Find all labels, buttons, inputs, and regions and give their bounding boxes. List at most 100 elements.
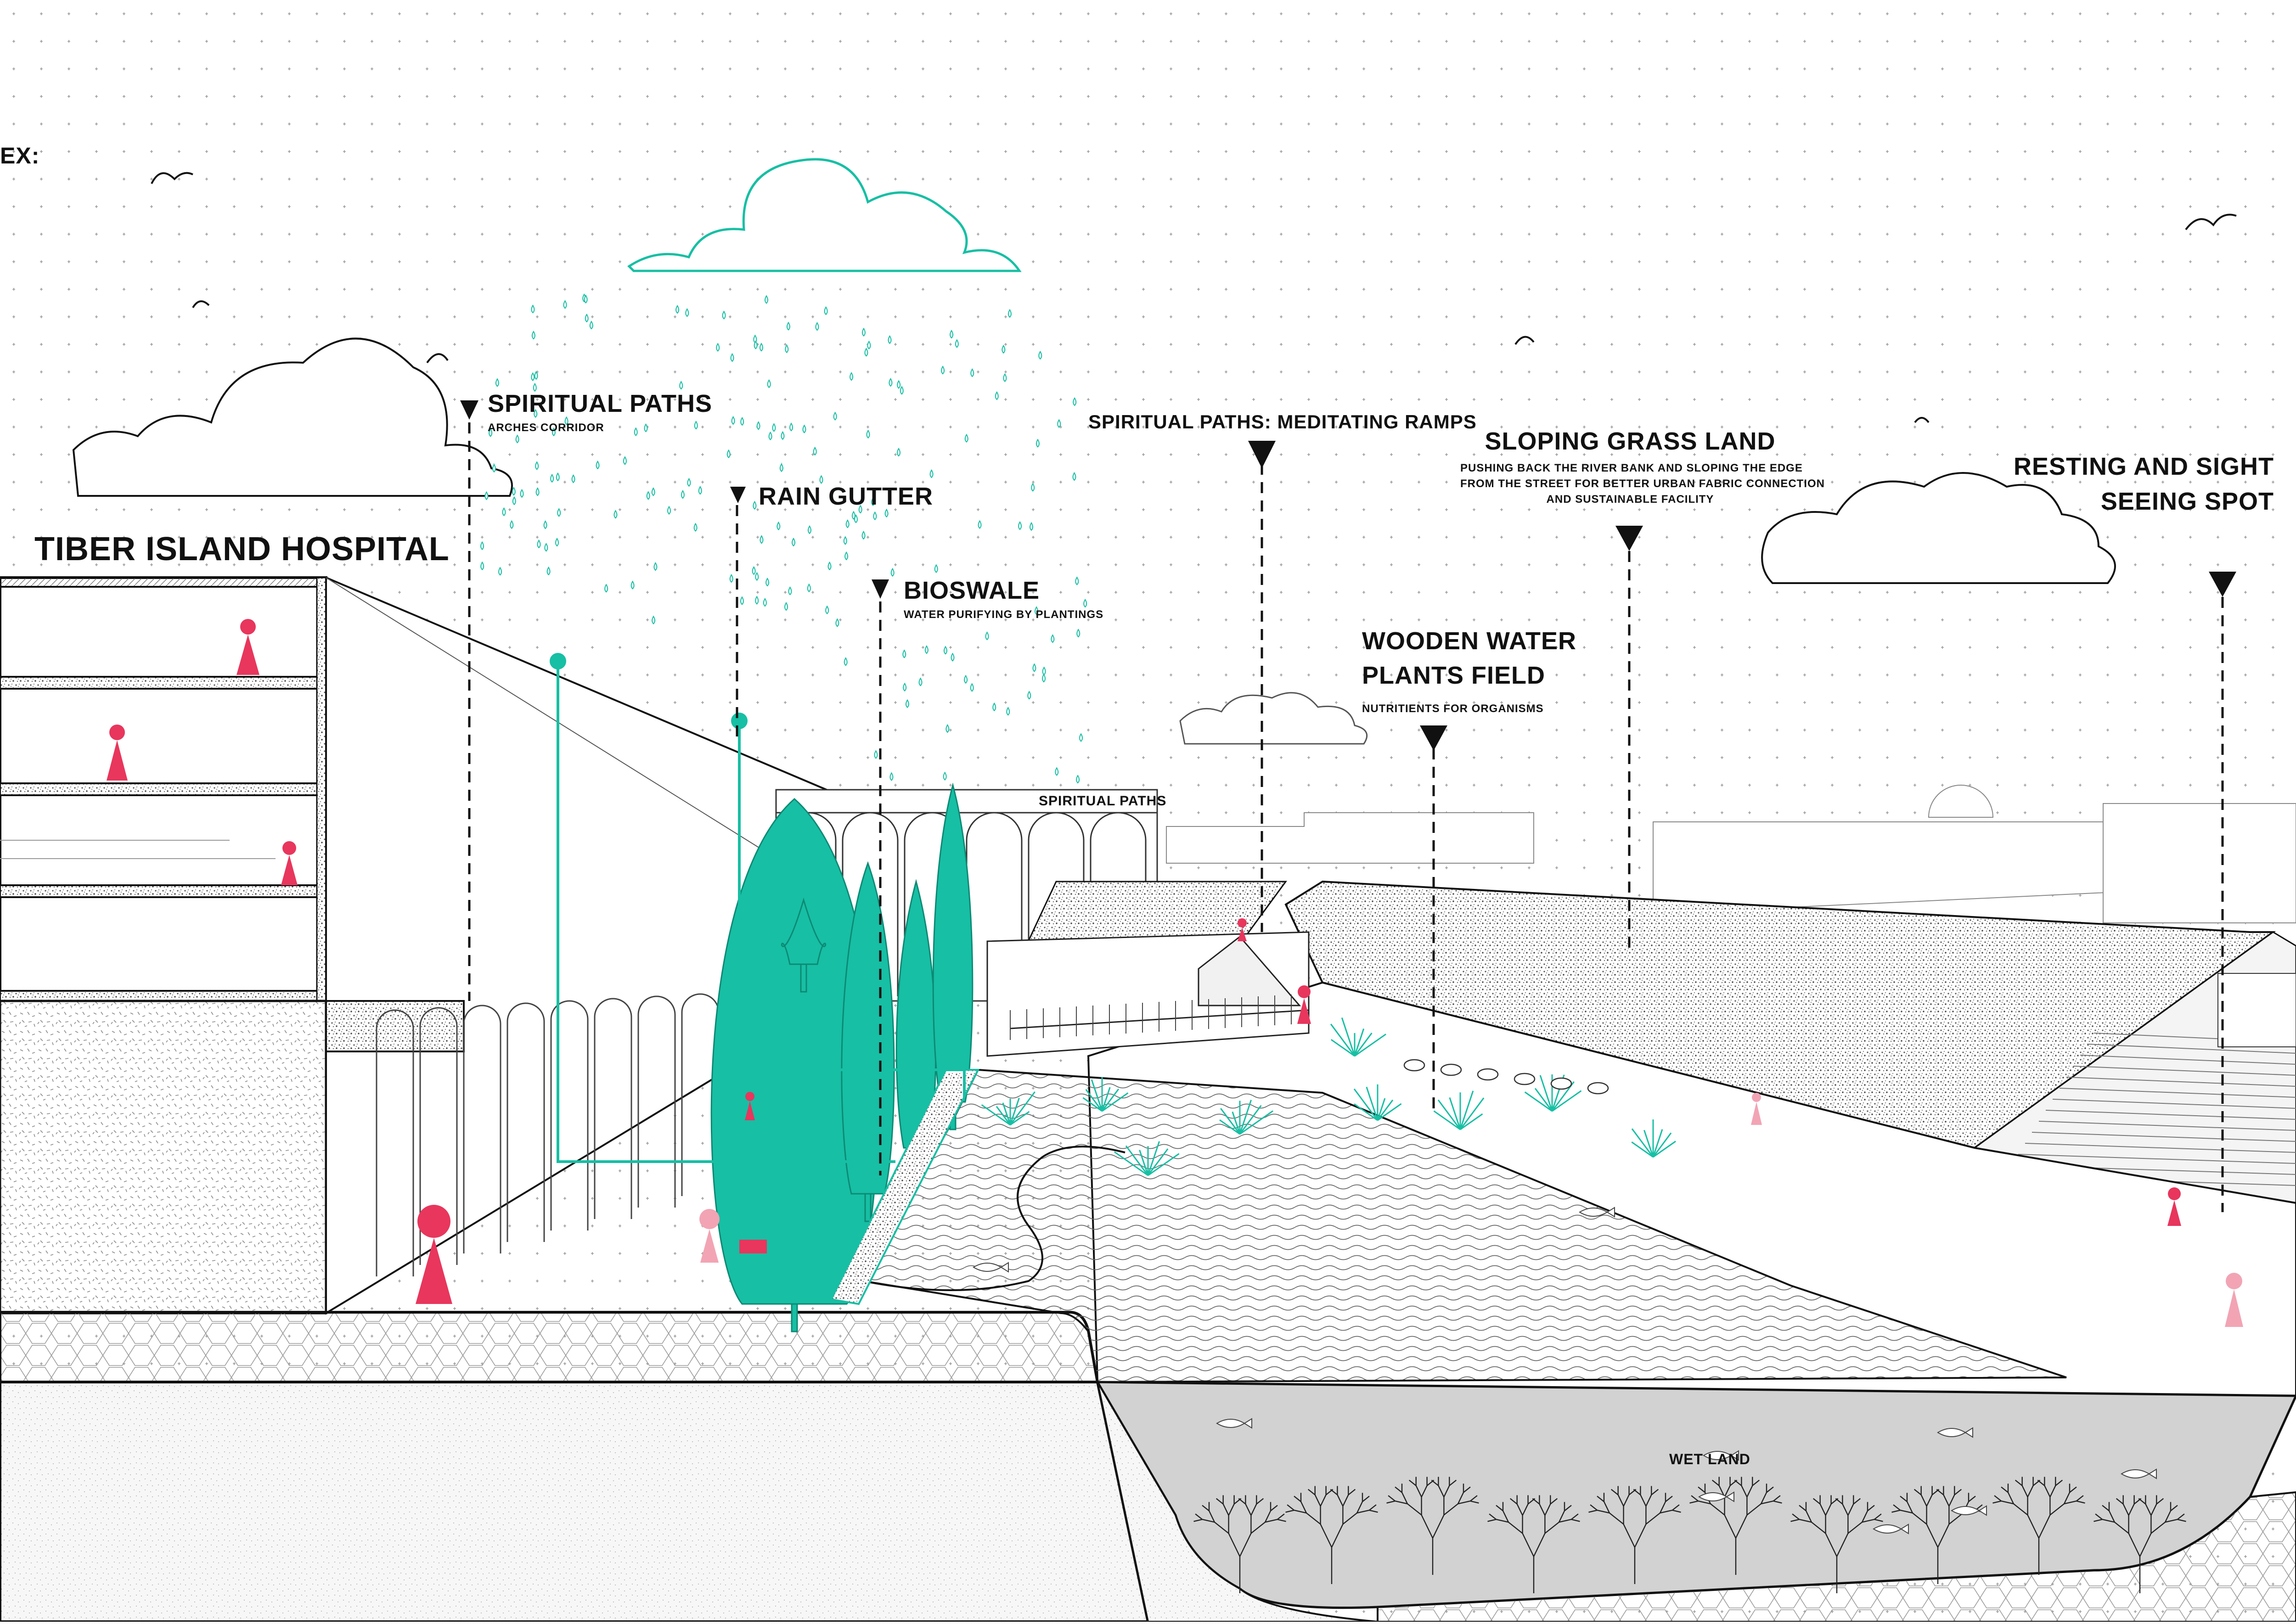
- arch: [419, 1007, 458, 1265]
- fish-icon: [1216, 1418, 1252, 1429]
- plant-leaf: [1101, 1088, 1120, 1112]
- rain-drop: [555, 538, 559, 547]
- shrub-branch: [2021, 1485, 2028, 1497]
- plant-leaf: [1552, 1090, 1582, 1112]
- rain-drop: [827, 561, 832, 571]
- shrub-branch: [1463, 1486, 1471, 1493]
- rain-drop: [760, 535, 764, 544]
- fish: [973, 1207, 2157, 1534]
- rain-drop: [1075, 576, 1079, 585]
- rain-drop: [833, 411, 837, 421]
- rain-drop: [646, 491, 650, 500]
- rain-drop: [1076, 775, 1080, 784]
- shrub-branch: [2015, 1479, 2023, 1486]
- shrub-branch: [1342, 1495, 1349, 1506]
- rain-drop: [755, 596, 759, 605]
- tree-trunk: [791, 1303, 798, 1332]
- shrub-branch: [1633, 1489, 1641, 1495]
- shrub-branch: [1906, 1501, 1913, 1513]
- rain-drop: [890, 568, 895, 577]
- shrub-branch: [1214, 1522, 1229, 1534]
- shrub-branch: [2013, 1503, 2028, 1516]
- arcade-tag: SPIRITUAL PATHS: [1039, 793, 1167, 809]
- shrub-branch: [1294, 1495, 1301, 1502]
- rain-drop: [861, 327, 866, 337]
- arcade-arch: [842, 812, 899, 996]
- rain-drop: [843, 536, 847, 545]
- shrub-branch: [1245, 1504, 1252, 1516]
- shrub-branch: [1711, 1479, 1720, 1486]
- shrub-branch: [2037, 1479, 2045, 1486]
- rain-drop: [544, 543, 548, 552]
- bioswale-strip: [830, 1069, 980, 1305]
- rain-drop: [726, 449, 731, 458]
- shrub-branch: [1408, 1479, 1417, 1486]
- rain-drop: [835, 618, 839, 627]
- plant-leaf: [1539, 1075, 1553, 1112]
- plant-leaf: [1082, 1097, 1103, 1112]
- rain-drop: [498, 567, 502, 576]
- rain-drop: [905, 699, 909, 708]
- shrub-branch: [1516, 1504, 1523, 1516]
- rain-drop: [722, 310, 726, 320]
- plant-leaf: [1377, 1099, 1394, 1121]
- rain-drop: [589, 320, 593, 330]
- shrub-branch: [1287, 1504, 1294, 1511]
- plant-leaf: [1437, 1099, 1461, 1130]
- shrub-branch: [1617, 1495, 1624, 1506]
- rain-drop: [652, 615, 656, 624]
- shrub-branch: [1691, 1495, 1699, 1502]
- shrub-branch: [1228, 1533, 1241, 1557]
- shrub-branch: [1948, 1512, 1964, 1525]
- cloud-small: [1179, 692, 1368, 745]
- shrub-branch: [1564, 1505, 1572, 1512]
- rain-drop: [634, 427, 638, 436]
- person: [236, 619, 259, 675]
- shrub-branch: [1487, 1519, 1497, 1522]
- step-line: [2080, 1055, 2296, 1065]
- shrub-branch: [2064, 1500, 2077, 1505]
- shrub-branch: [1724, 1515, 1737, 1539]
- rain-drop: [819, 475, 823, 484]
- step-line: [2025, 1143, 2296, 1153]
- rain-drop: [1042, 666, 1046, 675]
- rain-drop: [866, 429, 870, 439]
- rain-drop: [557, 508, 561, 517]
- plant-leaf: [1524, 1091, 1553, 1112]
- rain-drop: [889, 377, 893, 387]
- arch: [637, 995, 676, 1208]
- rain-drop: [768, 431, 772, 441]
- plant-leaf: [1330, 1023, 1356, 1056]
- rain-drop: [1055, 767, 1059, 776]
- rain-drop: [784, 602, 788, 611]
- rain-drop: [861, 530, 866, 540]
- shrub-branch: [2150, 1504, 2157, 1516]
- shrub-branch: [1550, 1498, 1558, 1505]
- shrub-branch: [2114, 1522, 2129, 1534]
- shrub-branch: [1761, 1492, 1767, 1504]
- rain-drop: [792, 537, 796, 547]
- rain-drop: [789, 422, 793, 432]
- fish-icon: [1873, 1523, 1909, 1534]
- step-line: [2073, 1066, 2296, 1076]
- plant-leaf: [1459, 1090, 1474, 1130]
- shrub-branch: [2102, 1505, 2110, 1512]
- rain-drop: [813, 446, 817, 456]
- shrub-branch: [1306, 1512, 1321, 1525]
- shrub-branch: [1766, 1486, 1774, 1493]
- people: [107, 619, 2243, 1327]
- rain-drop: [1038, 350, 1042, 360]
- rain-drop: [512, 496, 516, 506]
- rain-drop: [753, 500, 757, 510]
- rain-drop: [844, 657, 848, 666]
- fish-icon: [973, 1262, 1009, 1273]
- shrub-branch: [1746, 1503, 1761, 1516]
- shrub-branch: [1651, 1489, 1659, 1495]
- shrub-branch: [1202, 1519, 1215, 1523]
- shrub-branch: [1277, 1519, 1286, 1522]
- shrub-branch: [1862, 1510, 1868, 1523]
- plant-leaf: [1631, 1141, 1654, 1158]
- shrub-branch: [1270, 1505, 1278, 1512]
- callout-resting-spot: RESTING AND SIGHT SEEING SPOT: [2014, 452, 2274, 516]
- shrub-branch: [1912, 1512, 1927, 1525]
